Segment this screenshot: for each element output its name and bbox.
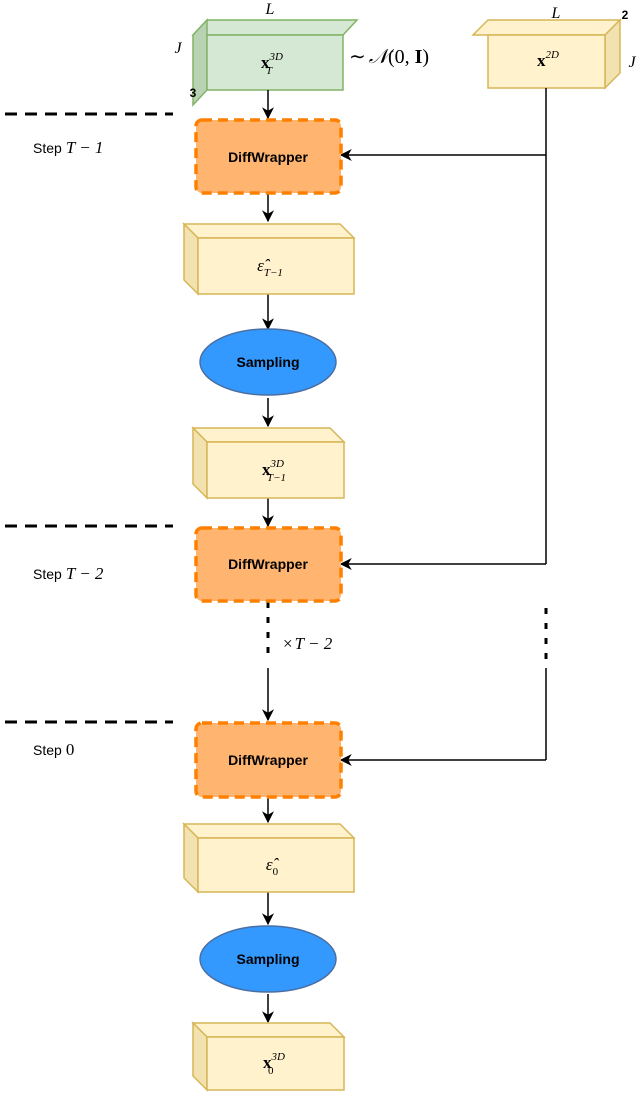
sampling-node-2: Sampling: [199, 925, 337, 993]
x3d-T-top-face: [191, 19, 359, 36]
diffwrapper-node-1: DiffWrapper: [194, 118, 343, 195]
x2d-cuboid: x2D: [471, 18, 622, 90]
repeat-label: ×T − 2: [283, 634, 333, 653]
x3d-0-top-face: [191, 1022, 346, 1038]
diffwrapper-node-3: DiffWrapper: [194, 721, 343, 799]
diffwrapper-node-2: DiffWrapper: [194, 526, 343, 603]
eps-0-cuboid: ε̂0: [182, 822, 356, 894]
x2d-front-face: [487, 34, 606, 89]
eps-T1-cuboid: ε̂T−1: [182, 222, 356, 296]
eps-T1-top-face-visible: [182, 223, 356, 239]
x2d-dim-top: L: [551, 5, 561, 22]
sampling-label: Sampling: [236, 951, 299, 967]
eps-T1-front-face: [197, 237, 355, 295]
x2d-label: x2D: [537, 49, 559, 70]
x3d-T1-top-face: [191, 427, 346, 443]
x3d-T-dim-top: L: [265, 1, 275, 18]
x2d-dim-right: J: [628, 54, 636, 71]
gaussian-prior-label: ∼𝒩(0, I): [349, 46, 429, 68]
x3d-0-front-face: [206, 1036, 345, 1091]
diffwrapper-label: DiffWrapper: [228, 149, 308, 165]
eps-0-front-face: [197, 837, 355, 893]
x3d-T1-front-face: [206, 441, 345, 499]
diffwrapper-label: DiffWrapper: [228, 556, 308, 572]
x3d-T-dim-bottom: 3: [190, 86, 197, 100]
x3d-T-dim-left: J: [174, 40, 182, 57]
x2d-top-face: [471, 19, 622, 36]
x3d-T-front-face: [206, 34, 344, 91]
eps-0-top-face: [182, 823, 356, 839]
x2d-dim-corner: 2: [622, 8, 629, 22]
sampling-node-1: Sampling: [199, 328, 337, 396]
sampling-label: Sampling: [236, 354, 299, 370]
diffwrapper-label: DiffWrapper: [228, 752, 308, 768]
